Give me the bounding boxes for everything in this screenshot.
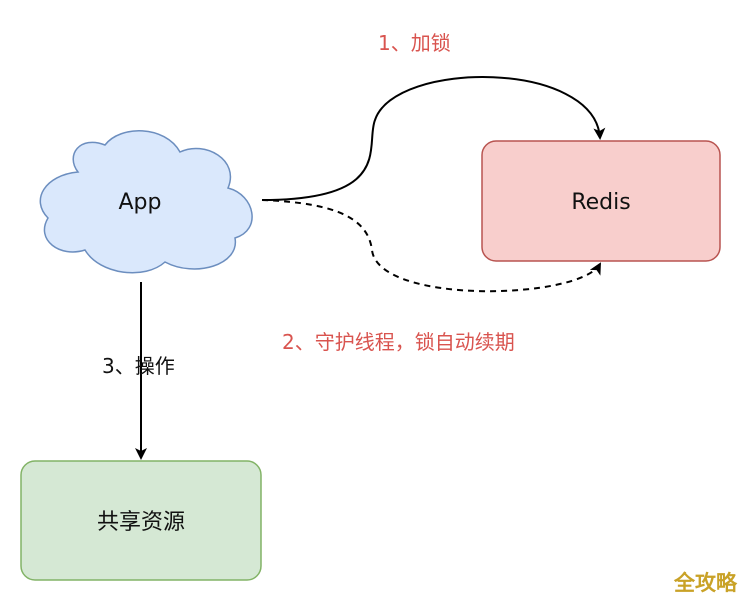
redis-node: Redis — [481, 140, 721, 262]
shared-resource-box — [20, 460, 262, 581]
app-cloud-shape — [39, 130, 253, 274]
shared-resource-node: 共享资源 — [20, 460, 262, 581]
app-label: App — [119, 190, 162, 215]
shared-resource-label: 共享资源 — [97, 510, 185, 535]
app-node: App — [39, 130, 253, 274]
watchdog-arrow — [261, 199, 601, 293]
watchdog-edge-label: 2、守护线程，锁自动续期 — [282, 330, 515, 354]
redis-label: Redis — [571, 190, 630, 215]
watermark-text: 全攻略 — [673, 571, 738, 595]
operate-edge-label: 3、操作 — [102, 354, 175, 378]
lock-arrow — [261, 76, 606, 201]
redis-box — [481, 140, 721, 262]
lock-edge-label: 1、加锁 — [378, 31, 451, 55]
